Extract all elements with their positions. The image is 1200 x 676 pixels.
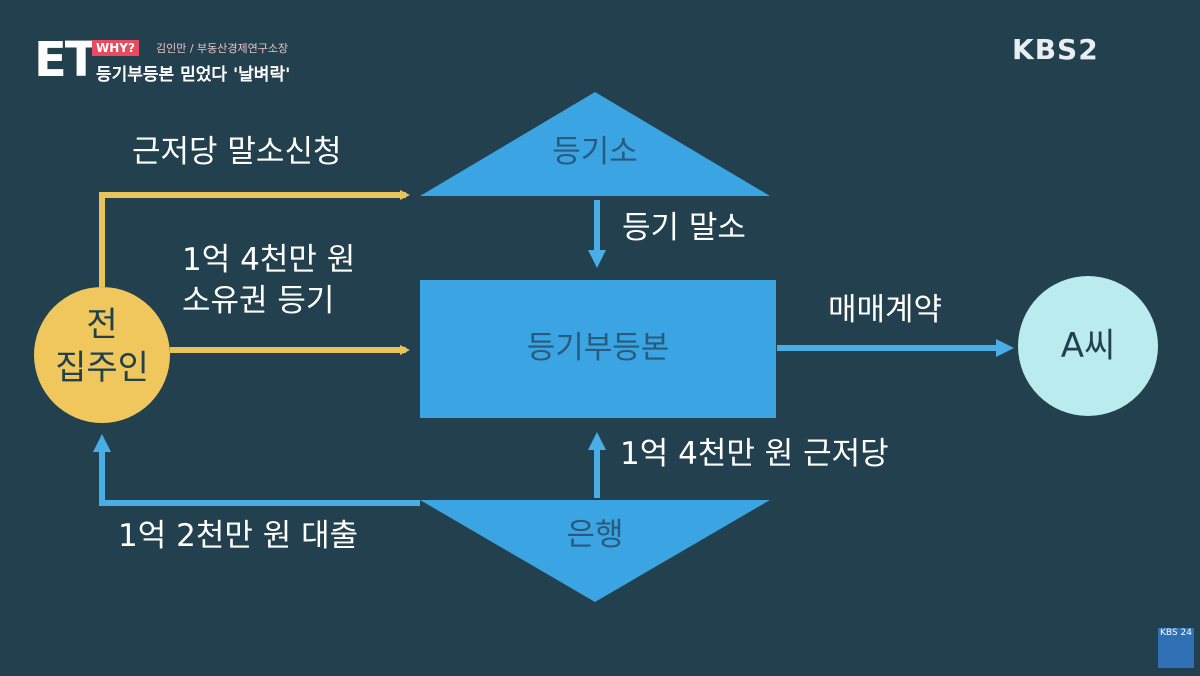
et-program-logo: ET (34, 32, 98, 88)
kbs24-corner-logo: KBS 24 (1158, 628, 1194, 668)
sale-contract-label: 매매계약 (828, 292, 943, 328)
registry-document-label: 등기부등본 (526, 330, 670, 366)
registry-office-label: 등기소 (552, 134, 638, 170)
buyer-label: A씨 (1060, 326, 1116, 366)
cancel-request-label: 근저당 말소신청 (132, 134, 342, 170)
previous-owner-label: 전 집주인 (55, 305, 149, 388)
headline-caption: 등기부등본 믿었다 '날벼락' (96, 65, 291, 85)
registry-office-triangle (420, 92, 770, 196)
why-badge: WHY? (92, 40, 139, 56)
cancel-request-arrow (99, 190, 410, 287)
ownership-registration-label: 소유권 등기 (182, 283, 335, 319)
speaker-caption: 김인만 / 부동산경제연구소장 (156, 42, 289, 55)
bank-label: 은행 (566, 517, 624, 553)
loan-arrow (93, 434, 420, 506)
loan-label: 1억 2천만 원 대출 (118, 518, 359, 554)
ownership-amount-label: 1억 4천만 원 (182, 242, 356, 278)
previous-owner-circle (34, 287, 170, 423)
buyer-circle (1018, 276, 1158, 416)
bank-triangle (420, 500, 770, 602)
kbs2-logo: KBS2 (1012, 33, 1099, 66)
registry-cancel-label: 등기 말소 (622, 210, 746, 246)
registry-document-box (420, 280, 776, 418)
mortgage-amount-label: 1억 4천만 원 근저당 (620, 436, 889, 472)
